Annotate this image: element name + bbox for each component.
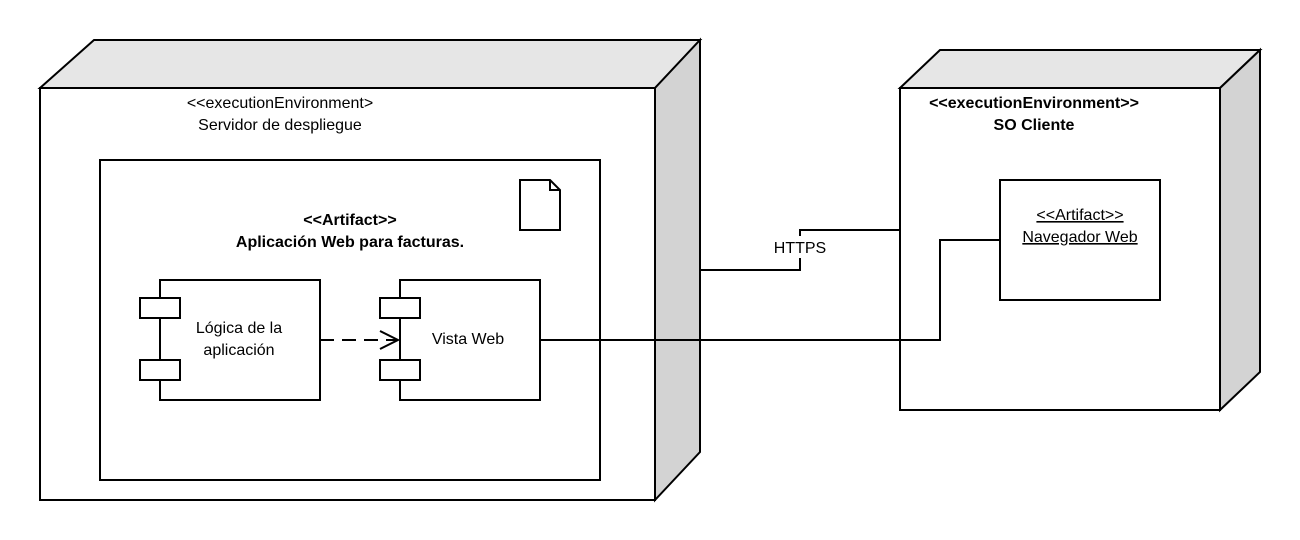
browser-artifact-name: Navegador Web [1022, 229, 1137, 246]
component-view-port-bottom [379, 359, 421, 381]
component-logic-label-1: Lógica de la [196, 320, 282, 337]
dependency-arrow[interactable] [320, 330, 401, 350]
https-connection[interactable]: HTTPS [700, 229, 900, 271]
browser-artifact[interactable]: <<Artifact>> Navegador Web [999, 179, 1161, 301]
browser-artifact-box [999, 179, 1161, 301]
server-node-name: Servidor de despliegue [198, 117, 362, 134]
browser-artifact-stereotype: <<Artifact>> [1036, 207, 1123, 224]
web-app-artifact-name: Aplicación Web para facturas. [236, 234, 464, 251]
client-node-name: SO Cliente [994, 117, 1075, 134]
component-view-port-top [379, 297, 421, 319]
client-node-side [1219, 47, 1261, 413]
component-view-body [399, 279, 541, 401]
component-logic-body [159, 279, 321, 401]
server-node-stereotype: <<executionEnvironment> [187, 95, 373, 112]
component-view-label: Vista Web [432, 331, 504, 348]
web-app-artifact-stereotype: <<Artifact>> [303, 212, 396, 229]
server-node-top [37, 39, 703, 89]
server-node-side [654, 37, 701, 503]
https-label: HTTPS [774, 240, 826, 257]
https-label-bg [764, 236, 836, 258]
component-logic-port-top [139, 297, 181, 319]
view-to-browser-connection[interactable] [540, 239, 1000, 341]
client-node-stereotype: <<executionEnvironment>> [929, 95, 1139, 112]
component-logic-label-2: aplicación [203, 342, 274, 359]
component-view[interactable]: Vista Web [379, 279, 541, 401]
document-icon [519, 179, 561, 231]
component-logic[interactable]: Lógica de la aplicación [139, 279, 321, 401]
component-logic-port-bottom [139, 359, 181, 381]
dependency-arrowhead [379, 330, 401, 350]
client-node-top [897, 49, 1263, 89]
